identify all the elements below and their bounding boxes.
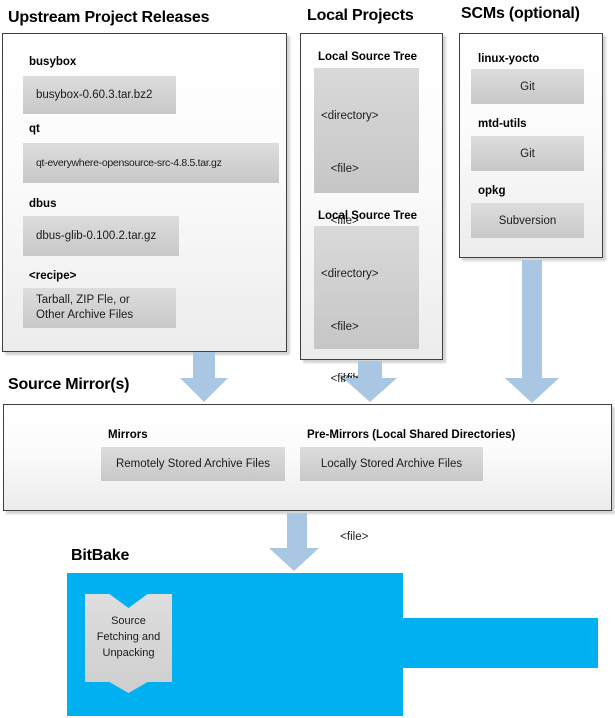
arrow-mirrors-to-bitbake-icon (269, 513, 320, 571)
scms-title: SCMs (optional) (461, 5, 580, 22)
source-mirrors-title: Source Mirror(s) (8, 376, 130, 393)
arrow-scms-to-mirrors-icon (505, 260, 559, 403)
bitbake-pipeline-bar (403, 618, 598, 668)
premirrors-label: Pre-Mirrors (Local Shared Directories) (307, 429, 516, 441)
tree-line: <directory> (321, 268, 379, 280)
upstream-releases-panel: busybox busybox-0.60.3.tar.bz2 qt qt-eve… (2, 33, 287, 352)
scm-type-box: Git (471, 69, 584, 104)
arrow-upstream-to-mirrors-icon (180, 352, 228, 402)
scm-type-box: Subversion (471, 203, 584, 238)
upstream-item-label: dbus (29, 198, 57, 210)
scm-item-label: mtd-utils (478, 118, 527, 130)
source-fetching-unpacking-step: Source Fetching and Unpacking (85, 594, 172, 693)
mirrors-label: Mirrors (108, 429, 148, 441)
scm-item-label: linux-yocto (478, 53, 540, 65)
arrow-local-to-mirrors-icon (343, 361, 397, 402)
bitbake-title: BitBake (71, 547, 130, 564)
upstream-item-label: <recipe> (29, 270, 77, 282)
tree-line: <file> (321, 530, 369, 543)
upstream-item-label: busybox (29, 56, 77, 68)
upstream-item-file: qt-everywhere-opensource-src-4.8.5.tar.g… (23, 143, 279, 183)
local-projects-title: Local Projects (307, 7, 414, 24)
premirrors-box: Locally Stored Archive Files (300, 447, 483, 481)
mirrors-box: Remotely Stored Archive Files (101, 447, 285, 481)
local-source-tree-label: Local Source Tree (318, 210, 418, 222)
scm-item-label: opkg (478, 185, 506, 197)
source-mirrors-panel: Mirrors Remotely Stored Archive Files Pr… (3, 404, 612, 511)
local-source-tree-listing: <directory> <file> <file> <directory> <f… (314, 68, 419, 437)
scms-panel: linux-yocto Git mtd-utils Git opkg Subve… (459, 33, 603, 258)
upstream-item-file: dbus-glib-0.100.2.tar.gz (23, 216, 179, 256)
tree-line: <file> (321, 162, 359, 175)
tree-line: <directory> (321, 110, 379, 122)
scm-type-box: Git (471, 136, 584, 171)
local-source-tree-listing: <directory> <file> <file> <directory> <f… (314, 226, 419, 595)
tree-line: <file> (321, 320, 359, 333)
upstream-releases-title: Upstream Project Releases (8, 9, 210, 26)
tree-line: <file> (321, 215, 359, 227)
upstream-item-file: Tarball, ZIP Fle, or Other Archive Files (23, 288, 176, 328)
upstream-item-label: qt (29, 123, 40, 135)
local-source-tree-label: Local Source Tree (318, 51, 418, 63)
local-projects-panel: Local Source Tree <directory> <file> <fi… (300, 33, 443, 595)
upstream-item-file: busybox-0.60.3.tar.bz2 (23, 76, 176, 114)
